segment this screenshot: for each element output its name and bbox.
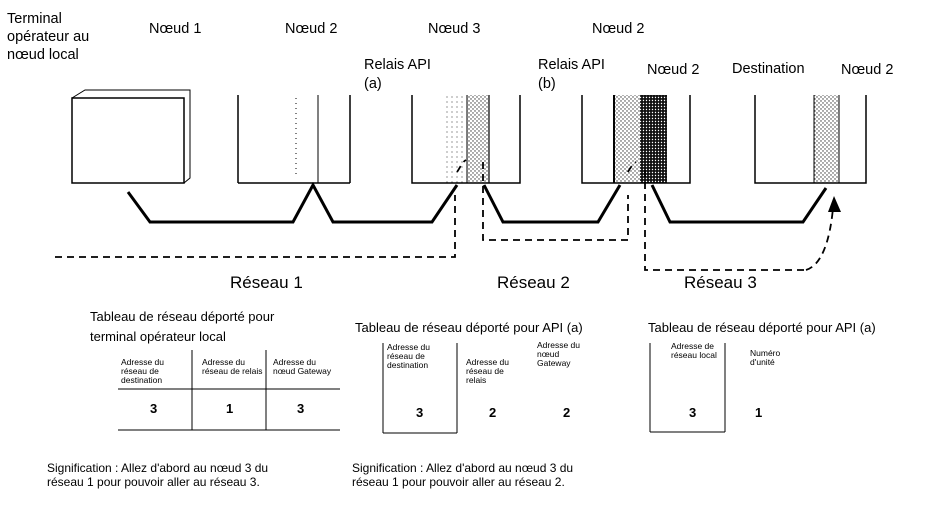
table-2-header: Adresse du nœud Gateway — [537, 340, 580, 368]
table-3-caption: Tableau de réseau déporté pour API (a) — [648, 320, 876, 335]
table-1-header: Adresse du réseau de relais — [202, 357, 263, 376]
arrow-head — [828, 196, 841, 212]
table-1-cell: 1 — [226, 401, 234, 416]
node-2-label-c: Nœud 2 — [647, 62, 700, 78]
network-2-cable — [482, 184, 622, 224]
network-1-label: Réseau 1 — [230, 273, 303, 292]
node-3-label: Nœud 3 — [428, 21, 481, 37]
table-2-caption: Tableau de réseau déporté pour API (a) — [355, 320, 583, 335]
plc-relay-b — [581, 95, 691, 184]
network-3-cable — [650, 184, 828, 224]
table-3-cell: 1 — [755, 405, 763, 420]
plc-destination — [754, 95, 867, 184]
network-3-label: Réseau 3 — [684, 273, 757, 292]
table-2-header: Adresse du réseau de relais — [466, 357, 509, 385]
node-2-label-d: Nœud 2 — [841, 62, 894, 78]
table-1-header: Adresse du réseau de destination — [121, 357, 164, 385]
table-2-meaning: Signification : Allez d'abord au nœud 3 … — [352, 461, 574, 489]
table-2-cell: 3 — [416, 405, 424, 420]
destination-label: Destination — [732, 61, 805, 77]
relay-b-label: Relais API (b) — [538, 57, 605, 92]
table-2-cell: 2 — [563, 405, 571, 420]
table-2-grid — [382, 343, 458, 434]
table-1-cell: 3 — [297, 401, 305, 416]
relay-a-label: Relais API (a) — [364, 57, 431, 92]
table-1-cell: 3 — [150, 401, 158, 416]
table-2-header: Adresse du réseau de destination — [387, 342, 430, 370]
terminal-label: Terminal opérateur au nœud local — [7, 11, 90, 64]
route-dashed-arrow — [55, 159, 834, 271]
table-2-cell: 2 — [489, 405, 497, 420]
table-3-header: Numéro d'unité — [750, 348, 781, 367]
network-1-cable — [126, 181, 459, 224]
node-2-label-b: Nœud 2 — [592, 21, 645, 37]
operator-terminal — [71, 89, 191, 184]
node-1-label: Nœud 1 — [149, 21, 202, 37]
plc-relay-a — [411, 95, 521, 184]
node-2-label: Nœud 2 — [285, 21, 338, 37]
plc-node-1 — [237, 95, 351, 184]
table-1-grid — [118, 350, 340, 431]
table-3-cell: 3 — [689, 405, 697, 420]
table-3-header: Adresse de réseau local — [671, 341, 717, 360]
table-1-meaning: Signification : Allez d'abord au nœud 3 … — [47, 461, 269, 489]
table-1-header: Adresse du nœud Gateway — [273, 357, 332, 376]
table-1-caption: Tableau de réseau déporté pour terminal … — [90, 309, 275, 344]
table-3-grid — [649, 343, 726, 433]
network-2-label: Réseau 2 — [497, 273, 570, 292]
